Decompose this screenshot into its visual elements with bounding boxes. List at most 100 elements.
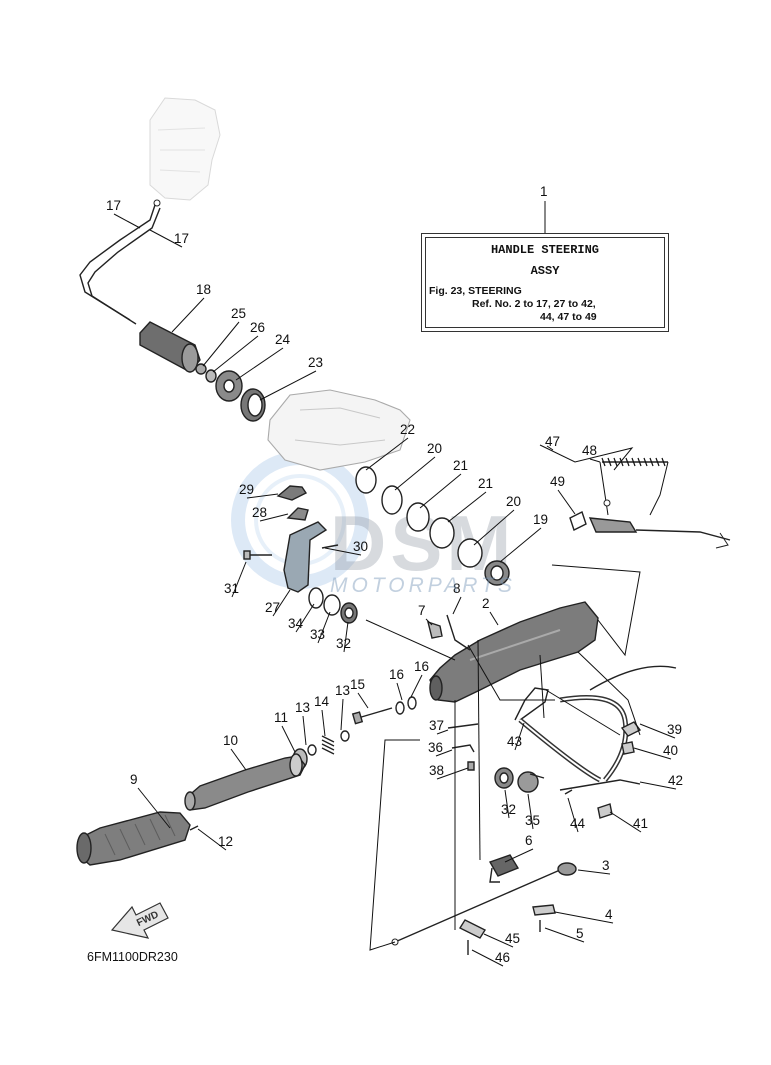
part-callout-16: 16 xyxy=(389,667,404,682)
callout-leader xyxy=(527,793,534,830)
part-callout-18: 18 xyxy=(196,282,211,297)
part-callout-27: 27 xyxy=(265,600,280,615)
callout-leader xyxy=(272,589,291,617)
part-callout-31: 31 xyxy=(224,581,239,596)
part-callout-47: 47 xyxy=(545,434,560,449)
part-callout-46: 46 xyxy=(495,950,510,965)
callout-leader xyxy=(557,489,576,515)
assembly-ref-number: 1 xyxy=(540,184,548,199)
part-callout-5: 5 xyxy=(576,926,584,941)
shift-rod xyxy=(391,862,577,946)
part-callout-37: 37 xyxy=(429,718,444,733)
part-callout-45: 45 xyxy=(505,931,520,946)
callout-leader xyxy=(171,297,205,333)
callout-leader xyxy=(317,611,331,644)
assembly-bracket-lines xyxy=(365,444,641,951)
part-callout-13: 13 xyxy=(295,700,310,715)
callout-leader xyxy=(633,747,672,760)
part-callout-38: 38 xyxy=(429,763,444,778)
assembly-ref-line-2: 44, 47 to 49 xyxy=(540,311,597,323)
steering-bracket-outline xyxy=(267,389,411,471)
part-callout-21: 21 xyxy=(478,476,493,491)
part-callout-34: 34 xyxy=(288,616,304,631)
assembly-subtitle: ASSY xyxy=(530,264,560,278)
part-callout-7: 7 xyxy=(418,603,426,618)
part-callout-9: 9 xyxy=(130,772,138,787)
part-callout-44: 44 xyxy=(570,816,586,831)
part-callout-36: 36 xyxy=(428,740,443,755)
friction-adjuster xyxy=(243,485,339,593)
assembly-ref-line-1: Ref. No. 2 to 17, 27 to 42, xyxy=(472,298,596,310)
watermark-logo: DSM xyxy=(231,451,511,589)
part-callout-2: 2 xyxy=(482,596,490,611)
part-callout-29: 29 xyxy=(239,482,254,497)
callout-layer: 1717182526242322202121201929283031273433… xyxy=(106,198,683,967)
part-callout-25: 25 xyxy=(231,306,246,321)
callout-leader xyxy=(295,603,315,633)
callout-leader xyxy=(410,674,423,698)
shift-rod-hardware xyxy=(458,904,556,955)
part-callout-20: 20 xyxy=(506,494,521,509)
cable-clamps xyxy=(564,721,642,819)
callout-leader xyxy=(447,491,487,523)
lower-switch-parts xyxy=(494,767,545,793)
part-callout-43: 43 xyxy=(507,734,522,749)
assembly-info-box: HANDLE STEERING ASSY Fig. 23, STEERING R… xyxy=(421,233,669,332)
callout-leader xyxy=(202,321,240,367)
part-callout-10: 10 xyxy=(223,733,238,748)
forward-arrow: FWD xyxy=(110,902,169,939)
part-callout-24: 24 xyxy=(275,332,291,347)
lower-harness-parts xyxy=(447,665,677,791)
part-callout-26: 26 xyxy=(250,320,265,335)
callout-leader xyxy=(230,748,247,771)
mounting-bolt xyxy=(351,696,417,725)
part-callout-19: 19 xyxy=(533,512,548,527)
part-callout-23: 23 xyxy=(308,355,323,370)
callout-leader xyxy=(489,611,499,626)
part-callout-8: 8 xyxy=(453,581,461,596)
part-callout-3: 3 xyxy=(602,858,610,873)
bushing-ring xyxy=(240,388,266,422)
callout-leader xyxy=(499,527,542,563)
assembly-title: HANDLE STEERING xyxy=(490,243,600,257)
callout-leader xyxy=(567,797,579,833)
callout-leader xyxy=(639,781,677,790)
assembly-figure-ref: Fig. 23, STEERING xyxy=(429,285,522,297)
part-callout-6: 6 xyxy=(525,833,533,848)
throttle-cable xyxy=(79,199,161,325)
callout-leader xyxy=(425,618,433,626)
callout-leader xyxy=(321,709,326,737)
throttle-shaft xyxy=(184,753,306,811)
part-callout-11: 11 xyxy=(274,710,288,725)
part-callout-21: 21 xyxy=(453,458,468,473)
part-callout-4: 4 xyxy=(605,907,613,922)
part-callout-28: 28 xyxy=(252,505,267,520)
callout-leader xyxy=(113,213,141,229)
part-callout-48: 48 xyxy=(582,443,597,458)
part-callout-40: 40 xyxy=(663,743,678,758)
part-callout-32: 32 xyxy=(501,802,516,817)
callout-leader xyxy=(281,725,296,753)
callout-leader xyxy=(343,621,349,653)
harness-clip xyxy=(427,614,471,651)
callout-leader xyxy=(212,335,259,373)
part-callout-20: 20 xyxy=(427,441,442,456)
callout-leader xyxy=(546,445,554,451)
neutral-switch xyxy=(488,854,520,883)
callout-leader xyxy=(340,698,344,731)
callout-leader xyxy=(589,458,601,463)
part-callout-17: 17 xyxy=(106,198,121,213)
part-callout-35: 35 xyxy=(525,813,540,828)
part-callout-17: 17 xyxy=(174,231,189,246)
part-callout-33: 33 xyxy=(310,627,325,642)
callout-leader xyxy=(396,682,403,701)
figure-code: 6FM1100DR230 xyxy=(87,950,178,964)
part-callout-30: 30 xyxy=(353,539,368,554)
callout-leader xyxy=(483,933,514,948)
part-callout-16: 16 xyxy=(414,659,429,674)
callout-leader xyxy=(149,229,183,248)
part-callout-42: 42 xyxy=(668,773,683,788)
part-callout-15: 15 xyxy=(350,677,365,692)
callout-leader xyxy=(137,787,171,829)
callout-leader xyxy=(514,722,525,751)
